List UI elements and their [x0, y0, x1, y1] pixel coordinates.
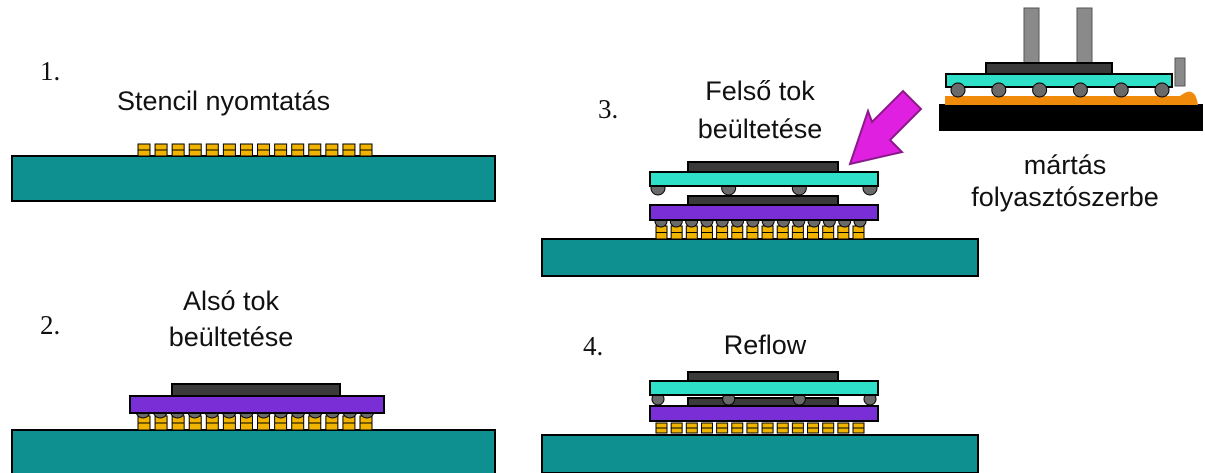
squeegee [1174, 57, 1186, 87]
step-3-top-package [541, 89, 979, 277]
dip-caption-line2: folyasztószerbe [971, 182, 1159, 212]
pcb-board [11, 155, 496, 202]
step-2-number: 2. [40, 310, 61, 340]
step-2-bottom-package [11, 383, 496, 473]
placement-arrow [848, 89, 923, 166]
bottom-package-die [687, 397, 839, 407]
step-1-title: Stencil nyomtatás [117, 86, 331, 116]
nozzle-2 [1076, 7, 1093, 66]
nozzle-1 [1023, 7, 1040, 66]
step-2-title-line1: Alsó tok [182, 286, 280, 316]
solder-ball [1154, 82, 1170, 98]
package-die [985, 62, 1113, 75]
pcb-board [541, 238, 979, 277]
bottom-package-substrate [649, 405, 879, 422]
step-3-title-line1: Felső tok [705, 76, 815, 106]
bottom-package-die [687, 195, 839, 206]
dip-plate [939, 104, 1203, 131]
top-package-substrate [649, 171, 879, 187]
pcb-board [11, 429, 496, 473]
pcb-board [541, 434, 979, 473]
solder-ball [1072, 82, 1088, 98]
bottom-package-substrate [129, 395, 385, 414]
step-4-reflow [541, 371, 979, 473]
step-3-number: 3. [598, 94, 619, 124]
step-1-number: 1. [40, 56, 61, 86]
step-2-title-line2: beültetése [168, 322, 294, 352]
top-package-substrate [649, 380, 879, 396]
top-package-die [687, 161, 839, 173]
solder-ball [991, 82, 1007, 98]
dip-caption-line1: mártás [1023, 150, 1107, 180]
top-package-die [687, 371, 839, 382]
flux-layer [945, 91, 1198, 105]
solder-ball [1113, 82, 1129, 98]
step-4-title: Reflow [723, 330, 807, 360]
step-3-title-line2: beültetése [697, 114, 823, 144]
flux-dip-inset [939, 7, 1203, 131]
solder-ball [950, 82, 966, 98]
package-substrate [945, 73, 1173, 88]
solder-ball [1032, 82, 1048, 98]
step-4-number: 4. [583, 331, 604, 361]
bottom-package-die [171, 383, 341, 397]
step-1-stencil-print [11, 143, 496, 202]
bottom-package-substrate [649, 204, 879, 221]
